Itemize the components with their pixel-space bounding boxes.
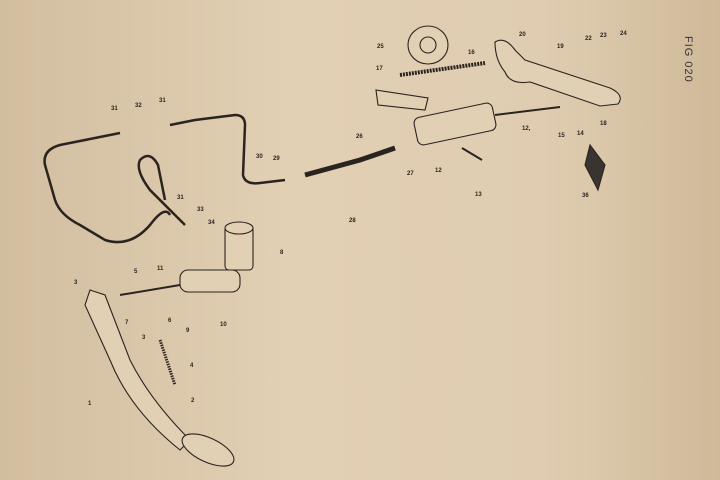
release-bearing: [407, 25, 449, 65]
push-rod: [494, 106, 561, 116]
clip-part: [584, 143, 606, 192]
callout-label: 15: [558, 133, 565, 139]
fluid-pipe-loop: [137, 154, 186, 226]
callout-label: 26: [356, 134, 363, 140]
hose: [304, 145, 396, 178]
clutch-pedal: [84, 289, 191, 451]
callout-label: 1: [88, 401, 92, 407]
callout-label: 31: [159, 98, 166, 104]
callout-label: 17: [376, 66, 383, 72]
callout-label: 7: [125, 320, 129, 326]
callout-label: 5: [134, 269, 138, 275]
callout-label: 2: [191, 398, 195, 404]
callout-label: 23: [600, 33, 607, 39]
callout-label: 13: [475, 192, 482, 198]
bracket: [375, 89, 429, 111]
callout-label: 24: [620, 31, 627, 37]
callout-label: 19: [557, 44, 564, 50]
callout-label: 22: [585, 36, 592, 42]
callout-label: 3: [142, 335, 146, 341]
return-spring: [399, 61, 486, 77]
callout-label: 28: [349, 218, 356, 224]
master-cylinder-body: [179, 269, 241, 293]
fluid-pipe-long: [43, 131, 172, 244]
bolt: [461, 147, 483, 161]
callout-label: 34: [208, 220, 215, 226]
callout-label: 20: [519, 32, 526, 38]
callout-label: 33: [197, 207, 204, 213]
callout-label: 16: [468, 50, 475, 56]
callout-label: 12: [435, 168, 442, 174]
callout-label: 18: [600, 121, 607, 127]
callout-label: 32: [135, 103, 142, 109]
callout-label: 11: [157, 266, 164, 272]
callout-label: 14: [577, 131, 584, 137]
callout-label: 9: [186, 328, 190, 334]
callout-label: 31: [111, 106, 118, 112]
pedal-pad: [181, 433, 235, 467]
callout-label: 8: [280, 250, 284, 256]
callout-label: 12,: [522, 126, 531, 132]
callout-label: 30: [256, 154, 263, 160]
callout-label: 36: [582, 193, 589, 199]
callout-label: 3: [74, 280, 78, 286]
callout-label: 6: [168, 318, 172, 324]
release-fork: [494, 39, 621, 107]
callout-label: 25: [377, 44, 384, 50]
callout-label: 10: [220, 322, 227, 328]
fluid-pipe-upper: [169, 113, 286, 185]
figure-number: FIG 020: [682, 36, 694, 83]
callout-label: 31: [177, 195, 184, 201]
callout-label: 4: [190, 363, 194, 369]
callout-label: 29: [273, 156, 280, 162]
slave-cylinder: [413, 102, 497, 146]
callout-label: 27: [407, 171, 414, 177]
pedal-spring: [158, 339, 177, 386]
